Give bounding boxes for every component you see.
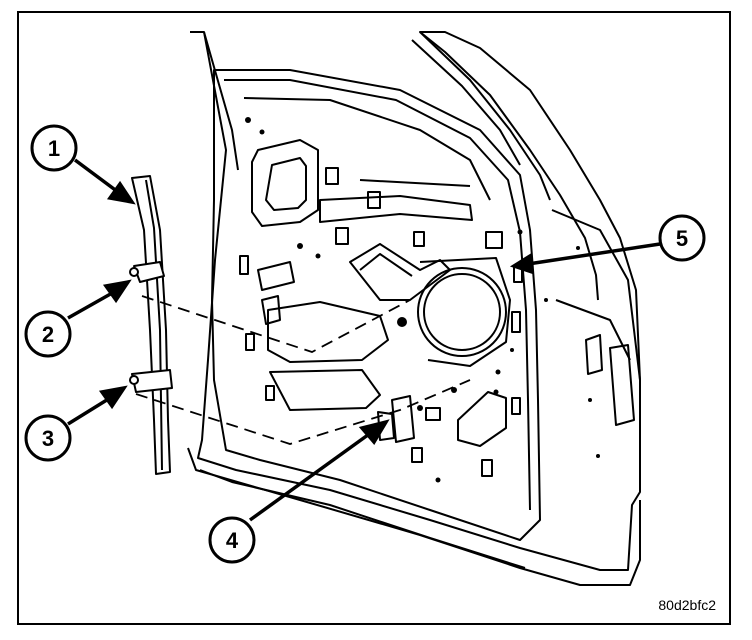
callout-3: 3 xyxy=(24,414,72,462)
clip-fastener xyxy=(129,267,139,277)
callout-4: 4 xyxy=(208,516,256,564)
figure-border xyxy=(17,11,731,625)
callout-5: 5 xyxy=(658,214,706,262)
arrowhead-2 xyxy=(102,279,132,304)
arrowhead-5 xyxy=(509,253,535,275)
callout-3-label: 3 xyxy=(42,426,54,451)
callouts: 1 2 3 4 5 xyxy=(24,124,706,564)
callout-5-label: 5 xyxy=(676,226,688,251)
leader-3 xyxy=(67,396,111,426)
leader-4 xyxy=(248,430,374,522)
leader-5 xyxy=(527,242,661,266)
leader-arrows xyxy=(67,158,661,522)
installation-lines xyxy=(135,295,471,445)
door-shell xyxy=(187,31,641,586)
panel-holes xyxy=(245,117,600,483)
callout-2-label: 2 xyxy=(42,322,54,347)
arrowhead-4 xyxy=(358,419,390,445)
callout-1: 1 xyxy=(30,124,78,172)
callout-2: 2 xyxy=(24,310,72,358)
callout-1-label: 1 xyxy=(48,136,60,161)
figure-code: 80d2bfc2 xyxy=(658,597,716,613)
leader-1 xyxy=(73,158,120,194)
arrowhead-1 xyxy=(106,180,136,205)
callout-4-label: 4 xyxy=(226,528,239,553)
leader-2 xyxy=(67,290,115,320)
arrowhead-3 xyxy=(98,385,128,410)
glass-run-channel xyxy=(129,175,173,475)
